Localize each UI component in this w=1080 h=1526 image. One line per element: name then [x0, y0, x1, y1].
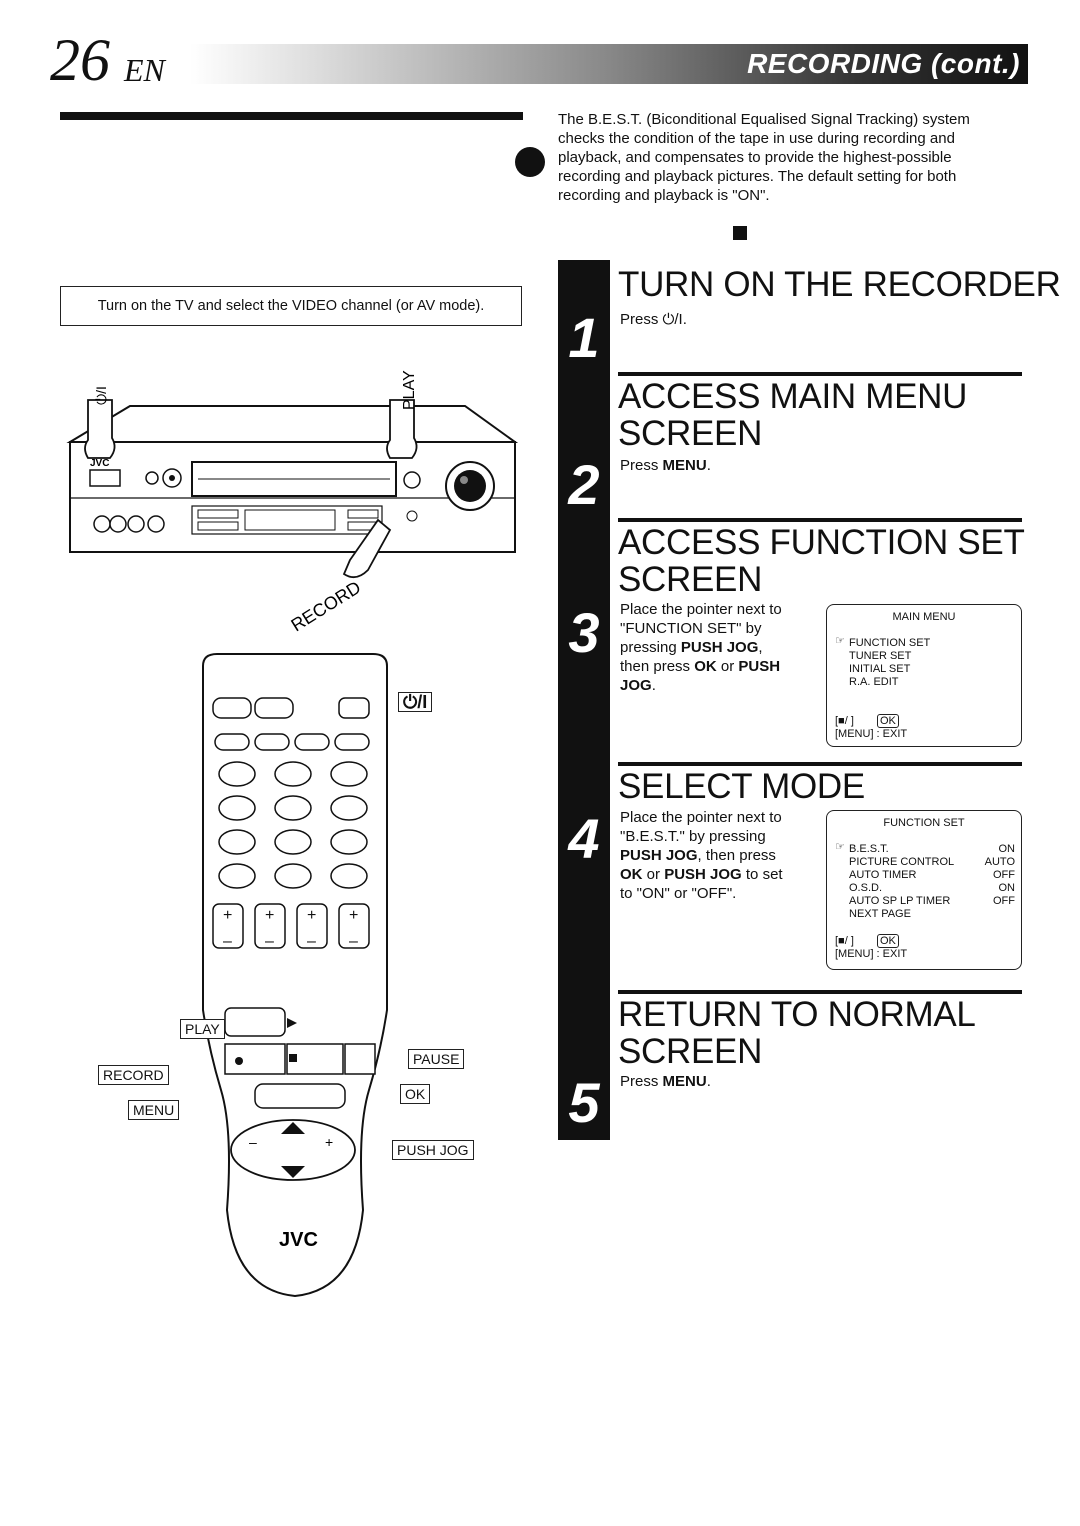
step-5-rule	[618, 990, 1022, 994]
remote-record-button	[224, 1043, 286, 1075]
remote-ok-button	[254, 1083, 346, 1109]
vcr-brand: JVC	[90, 458, 109, 469]
vcr-play-label: PLAY	[401, 370, 418, 410]
remote-illustration: + + + + – – – – – + JVC	[202, 653, 388, 1298]
callout-record: RECORD	[98, 1065, 169, 1085]
square-bullet-icon	[733, 226, 747, 240]
step-3-rule	[618, 518, 1022, 522]
menu-item-function-set: FUNCTION SET	[849, 637, 931, 649]
section-title: RECORDING (cont.)	[747, 48, 1020, 79]
menu-footer-nav: [■/ ] OK	[835, 714, 899, 728]
power-icon: ⏻/I	[662, 311, 683, 328]
menu-footer-nav: [■/ ] OK	[835, 934, 899, 948]
function-set-title: FUNCTION SET	[883, 817, 965, 829]
callout-menu: MENU	[128, 1100, 180, 1120]
vcr-record-label: RECORD	[288, 577, 365, 635]
remote-push-jog	[230, 1119, 356, 1181]
function-set-screen: FUNCTION SET ☞ B.E.S.T.ON PICTURE CONTRO…	[826, 810, 1022, 970]
step-number-1: 1	[568, 306, 600, 369]
callout-ok: OK	[400, 1084, 431, 1104]
step-1-title: TURN ON THE RECORDER	[618, 265, 1061, 304]
step-number-4: 4	[568, 807, 600, 870]
step-5-body: Press MENU.	[620, 1073, 711, 1090]
pointer-icon: ☞	[835, 841, 845, 853]
vcr-illustration: ⏻/I PLAY RECORD JVC	[66, 370, 519, 635]
svg-text:–: –	[223, 933, 232, 950]
callout-play: PLAY	[180, 1019, 225, 1039]
step-2-body: Press MENU.	[620, 457, 711, 474]
menu-footer-exit: [MENU] : EXIT	[835, 948, 908, 960]
svg-text:–: –	[349, 933, 358, 950]
step-4-body: Place the pointer next to "B.E.S.T." by …	[620, 809, 783, 902]
tv-instruction-box: Turn on the TV and select the VIDEO chan…	[60, 286, 522, 326]
setting-row-best: B.E.S.T.ON	[849, 843, 1015, 855]
remote-play-button	[224, 1007, 286, 1037]
svg-text:+: +	[307, 907, 316, 924]
setting-row-next-page: NEXT PAGE	[849, 908, 911, 920]
remote-pause-button	[344, 1043, 376, 1075]
menu-item-ra-edit: R.A. EDIT	[849, 676, 899, 688]
remote-power-button	[338, 697, 370, 719]
step-1-body: Press ⏻/I.	[620, 311, 687, 328]
step-4-title: SELECT MODE	[618, 767, 865, 806]
svg-text:–: –	[265, 933, 274, 950]
svg-text:–: –	[249, 1134, 257, 1150]
menu-item-tuner-set: TUNER SET	[849, 650, 912, 662]
svg-text:+: +	[325, 1134, 333, 1150]
page-number: 26	[50, 27, 110, 93]
svg-text:+: +	[223, 907, 232, 924]
vcr-power-label: ⏻/I	[93, 386, 109, 405]
callout-power: ⏻/I	[398, 692, 433, 712]
pointer-icon: ☞	[835, 635, 845, 647]
svg-text:+: +	[265, 907, 274, 924]
main-menu-list: FUNCTION SET TUNER SET INITIAL SET R.A. …	[849, 637, 930, 689]
callout-pause: PAUSE	[408, 1049, 465, 1069]
step-2-rule	[618, 372, 1022, 376]
header-gradient-bar	[190, 44, 1028, 84]
step-number-3: 3	[568, 601, 600, 664]
menu-footer-exit: [MENU] : EXIT	[835, 728, 908, 740]
svg-text:+: +	[349, 907, 358, 924]
section-rule	[60, 112, 523, 120]
menu-item-initial-set: INITIAL SET	[849, 663, 911, 675]
step-number-column	[558, 260, 610, 1140]
vcr-power-button	[89, 469, 121, 487]
callout-push-jog: PUSH JOG	[392, 1140, 474, 1160]
main-menu-title: MAIN MENU	[892, 611, 956, 623]
step-4-rule	[618, 762, 1022, 766]
step-3-body: Place the pointer next to "FUNCTION SET"…	[620, 601, 782, 694]
setting-row-osd: O.S.D.ON	[849, 882, 1015, 894]
svg-text:–: –	[307, 933, 316, 950]
step-number-2: 2	[568, 453, 600, 516]
step-number-5: 5	[568, 1071, 600, 1134]
main-menu-screen: MAIN MENU ☞ FUNCTION SET TUNER SET INITI…	[826, 604, 1022, 747]
remote-brand: JVC	[279, 1229, 318, 1251]
page-language: EN	[124, 52, 165, 88]
best-description: The B.E.S.T. (Biconditional Equalised Si…	[558, 111, 970, 204]
bullet-dot-icon	[515, 147, 545, 177]
